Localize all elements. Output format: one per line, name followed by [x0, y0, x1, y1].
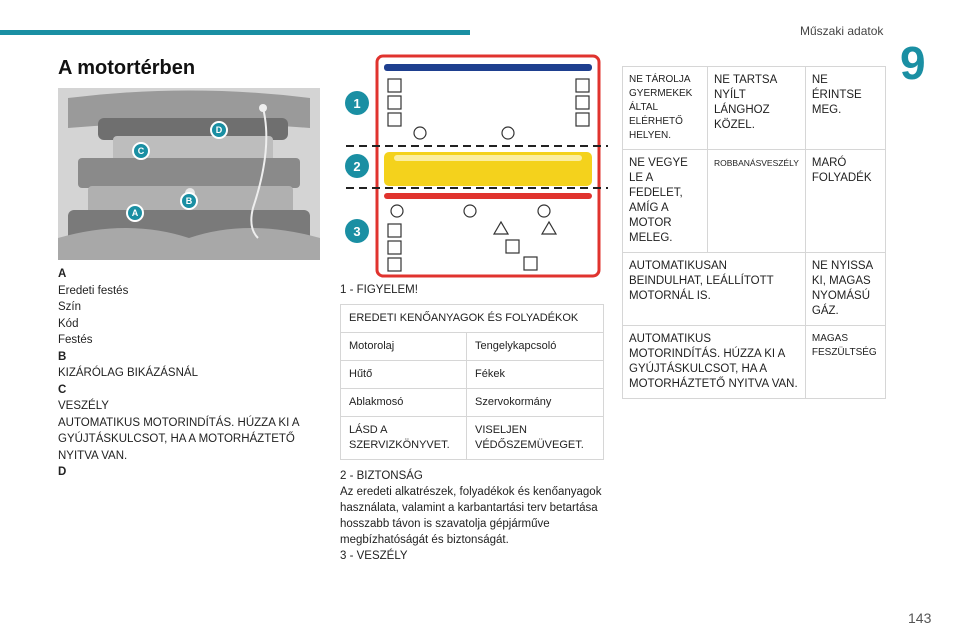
legend-key-a: A: [58, 268, 67, 280]
table-cell: NE NYISSA KI, MAGAS NYOMÁSÚ GÁZ.: [804, 252, 887, 326]
table-header: EREDETI KENŐANYAGOK ÉS FOLYADÉKOK: [340, 304, 604, 333]
safety-paragraph: Az eredeti alkatrészek, folyadékok és ke…: [340, 486, 602, 546]
header-accent-bar: [0, 30, 470, 35]
photo-badge-c: C: [132, 142, 150, 160]
label-diagram-svg: 1 2 3: [345, 54, 608, 278]
marker-1-label: 1: [353, 96, 360, 111]
table-cell: Ablakmosó: [340, 388, 467, 417]
table-cell: AUTOMATIKUSAN BEINDULHAT, LEÁLLÍTOTT MOT…: [622, 252, 806, 326]
section-label-3: 3 - VESZÉLY: [340, 550, 408, 562]
table-cell: Fékek: [465, 360, 605, 389]
table-row: NE VEGYE LE A FEDELET, AMÍG A MOTOR MELE…: [622, 149, 887, 253]
legend-key-d: D: [58, 466, 67, 478]
marker-2: [345, 154, 369, 178]
marker-2-label: 2: [353, 159, 360, 174]
legend-line: Szín: [58, 301, 82, 313]
section-label-1: 1 - FIGYELEM!: [340, 284, 418, 296]
table-row: LÁSD A SZERVIZKÖNYVET. VISELJEN VÉDŐSZEM…: [340, 416, 605, 460]
table-row: Motorolaj Tengelykapcsoló: [340, 332, 605, 361]
engine-bay-photo: A B C D: [58, 88, 320, 260]
legend-line: AUTOMATIKUS MOTORINDÍTÁS. HÚZZA KI A GYÚ…: [58, 416, 299, 462]
photo-legend: A Eredeti festés Szín Kód Festés B KIZÁR…: [58, 266, 320, 481]
blue-stripe: [384, 64, 592, 71]
table-cell: ROBBANÁSVESZÉLY: [707, 149, 806, 253]
table-cell: Motorolaj: [340, 332, 467, 361]
table-row: AUTOMATIKUS MOTORINDÍTÁS. HÚZZA KI A GYÚ…: [622, 325, 887, 399]
table-row: EREDETI KENŐANYAGOK ÉS FOLYADÉKOK: [340, 304, 604, 333]
page-number: 143: [908, 610, 932, 626]
table-cell: NE TÁROLJA GYERMEKEK ÁLTAL ELÉRHETŐ HELY…: [622, 66, 708, 150]
section-title: Műszaki adatok: [800, 24, 884, 38]
table-cell: Szervokormány: [465, 388, 605, 417]
table-cell: NE TARTSA NYÍLT LÁNGHOZ KÖZEL.: [707, 66, 806, 150]
table-cell: Tengelykapcsoló: [465, 332, 605, 361]
table-cell: MARÓ FOLYADÉK: [804, 149, 887, 253]
marker-3: [345, 219, 369, 243]
photo-badge-a: A: [126, 204, 144, 222]
marker-1: [345, 91, 369, 115]
legend-line: VESZÉLY: [58, 400, 109, 412]
legend-key-b: B: [58, 350, 67, 363]
legend-key-c: C: [58, 383, 67, 396]
legend-line: Kód: [58, 317, 79, 330]
legend-line: Festés: [58, 334, 93, 346]
hazard-table: NE TÁROLJA GYERMEKEK ÁLTAL ELÉRHETŐ HELY…: [622, 66, 887, 399]
table-cell: LÁSD A SZERVIZKÖNYVET.: [340, 416, 467, 460]
table-cell: MAGAS FESZÜLTSÉG: [804, 325, 887, 399]
section-label-2: 2 - BIZTONSÁG: [340, 470, 423, 482]
table-row: AUTOMATIKUSAN BEINDULHAT, LEÁLLÍTOTT MOT…: [622, 252, 887, 326]
table-cell: Hűtő: [340, 360, 467, 389]
middle-column: 1 - FIGYELEM! EREDETI KENŐANYAGOK ÉS FOL…: [340, 284, 606, 564]
chapter-number: 9: [900, 37, 926, 89]
photo-badge-b: B: [180, 192, 198, 210]
table-cell: AUTOMATIKUS MOTORINDÍTÁS. HÚZZA KI A GYÚ…: [622, 325, 806, 399]
table-cell: NE VEGYE LE A FEDELET, AMÍG A MOTOR MELE…: [622, 149, 708, 253]
lubricants-table: EREDETI KENŐANYAGOK ÉS FOLYADÉKOK Motoro…: [340, 304, 605, 460]
table-row: Hűtő Fékek: [340, 360, 605, 389]
warning-label-diagram: 1 2 3: [344, 54, 610, 280]
engine-bay-illustration: [58, 88, 320, 260]
table-cell: VISELJEN VÉDŐSZEMÜVEGET.: [465, 416, 605, 460]
legend-line: Eredeti festés: [58, 284, 129, 297]
table-row: NE TÁROLJA GYERMEKEK ÁLTAL ELÉRHETŐ HELY…: [622, 66, 887, 150]
red-stripe: [384, 193, 592, 199]
legend-line: KIZÁRÓLAG BIKÁZÁSNÁL: [58, 367, 198, 379]
marker-3-label: 3: [353, 224, 360, 239]
photo-badge-d: D: [210, 121, 228, 139]
page-title: A motortérben: [58, 57, 196, 79]
table-cell: NE ÉRINTSE MEG.: [804, 66, 887, 150]
table-row: Ablakmosó Szervokormány: [340, 388, 605, 417]
